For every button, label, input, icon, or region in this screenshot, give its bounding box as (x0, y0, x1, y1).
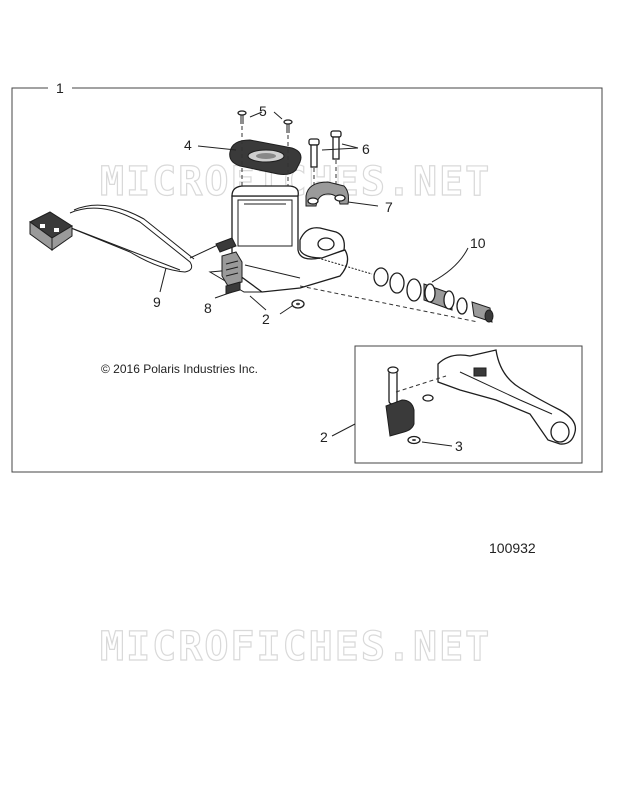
watermark-bottom: MICROFICHES.NET (100, 624, 491, 670)
master-cylinder-body (208, 185, 349, 293)
callout-4: 4 (184, 137, 192, 153)
brake-light-switch (215, 237, 243, 295)
lever-washer (407, 435, 421, 445)
callout-2-top: 2 (262, 311, 270, 327)
brake-lever (437, 349, 577, 445)
callout-6: 6 (362, 141, 370, 157)
lever-pivot-pin (387, 366, 399, 405)
pivot-washer (291, 299, 305, 309)
brake-switch-harness (29, 204, 221, 273)
callout-3: 3 (455, 438, 463, 454)
callout-1: 1 (56, 80, 64, 96)
callout-5: 5 (259, 103, 267, 119)
reservoir-cover (229, 139, 302, 175)
assembly-frame (11, 87, 603, 473)
callout-2-inset: 2 (320, 429, 328, 445)
callout-7: 7 (385, 199, 393, 215)
callout-10: 10 (470, 235, 486, 251)
callout-9: 9 (153, 294, 161, 310)
piston-kit (299, 257, 494, 323)
reservoir-cover-screws (237, 110, 293, 133)
figure-number: 100932 (489, 540, 536, 556)
switch-connector (29, 211, 73, 251)
clamp-bolts (308, 130, 342, 168)
lever-inset-frame (354, 345, 583, 464)
callout-8: 8 (204, 300, 212, 316)
lever-adjuster (385, 394, 434, 437)
copyright: © 2016 Polaris Industries Inc. (101, 362, 258, 376)
handlebar-clamp (305, 181, 349, 207)
